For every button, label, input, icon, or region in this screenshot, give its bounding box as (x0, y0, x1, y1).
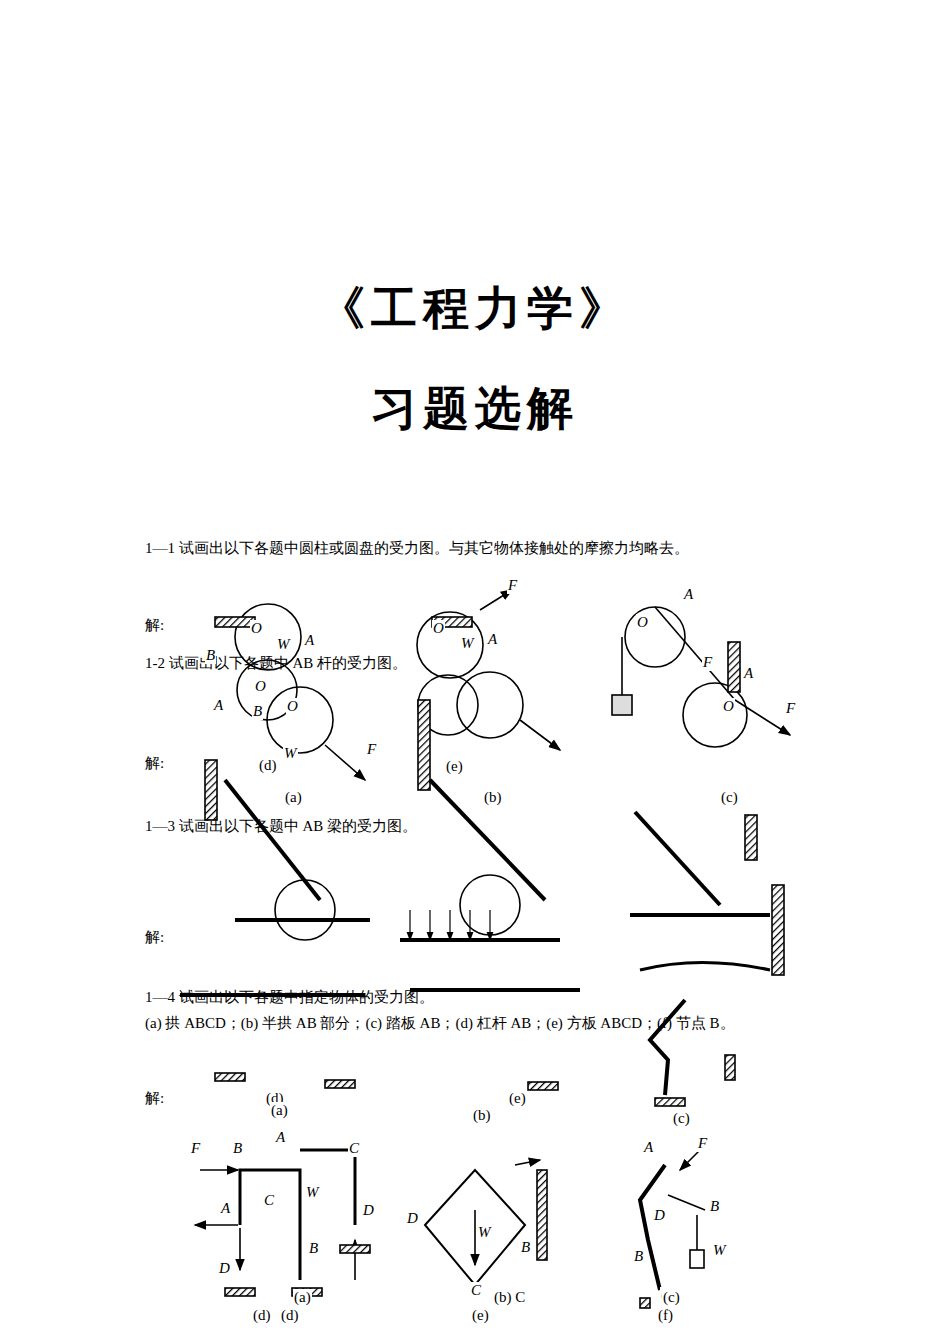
point-label: D (653, 1207, 666, 1224)
point-label: A (487, 631, 498, 648)
figure-caption: (b) (483, 789, 503, 806)
figure-caption: (d) (252, 1307, 272, 1324)
point-label: F (366, 741, 377, 758)
exercise-text: 解: (145, 617, 164, 634)
figure-caption: (c) (662, 1289, 681, 1306)
figure-caption: (b) C (493, 1289, 526, 1306)
point-label: F (785, 700, 796, 717)
point-label: O (722, 698, 735, 715)
exercise-text: 1—4 试画出以下各题中指定物体的受力图。 (145, 989, 434, 1006)
point-label: B (205, 647, 216, 664)
point-label: O (254, 678, 267, 695)
figure-caption: (c) (720, 789, 739, 806)
point-label: F (697, 1135, 708, 1152)
exercise-text: 1-2 试画出以下各题中 AB 杆的受力图。 (145, 655, 407, 672)
figure-caption: (d) (258, 757, 278, 774)
point-label: A (220, 1200, 231, 1217)
point-label: A (743, 665, 754, 682)
figure-caption: (b) (472, 1107, 492, 1124)
figure-caption: (c) (672, 1110, 691, 1127)
point-label: C (348, 1140, 360, 1157)
exercise-text: 解: (145, 755, 164, 772)
figure-caption: (e) (508, 1090, 527, 1107)
exercise-text: 解: (145, 929, 164, 946)
point-label: D (218, 1260, 231, 1277)
point-label: O (432, 620, 445, 637)
point-label: F (190, 1140, 201, 1157)
page-title: 《工程力学》 (319, 283, 631, 334)
point-label: B (633, 1248, 644, 1265)
exercise-text: 1—1 试画出以下各题中圆柱或圆盘的受力图。与其它物体接触处的摩擦力均略去。 (145, 540, 689, 557)
point-label: W (477, 1224, 492, 1241)
point-label: B (232, 1140, 243, 1157)
figure-caption: (e) (445, 758, 464, 775)
exercise-text: 解: (145, 1090, 164, 1107)
point-label: C (263, 1192, 275, 1209)
subtitle: 习题选解 (371, 383, 579, 434)
exercise-text: 1—3 试画出以下各题中 AB 梁的受力图。 (145, 818, 417, 835)
point-label: O (250, 620, 263, 637)
figure-caption: (a) (284, 789, 303, 806)
point-label: B (709, 1198, 720, 1215)
point-label: B (308, 1240, 319, 1257)
point-label: W (460, 635, 475, 652)
figure-caption: (a) (270, 1102, 289, 1119)
figure-caption: (d) (280, 1307, 300, 1324)
point-label: A (683, 586, 694, 603)
point-label: D (406, 1210, 419, 1227)
point-label: W (305, 1184, 320, 1201)
point-label: O (286, 698, 299, 715)
point-label: W (712, 1242, 727, 1259)
point-label: F (702, 654, 713, 671)
point-label: A (643, 1139, 654, 1156)
point-label: D (362, 1202, 375, 1219)
exercise-text: (a) 拱 ABCD；(b) 半拱 AB 部分；(c) 踏板 AB；(d) 杠杆… (145, 1015, 735, 1032)
figure-caption: (a) (293, 1289, 312, 1306)
point-label: A (275, 1129, 286, 1146)
figure-caption: (f) (657, 1307, 674, 1324)
point-label: A (304, 632, 315, 649)
point-label: O (636, 614, 649, 631)
point-label: B (520, 1239, 531, 1256)
point-label: C (470, 1282, 482, 1299)
point-label: W (283, 745, 298, 762)
point-label: A (213, 697, 224, 714)
point-label: F (507, 577, 518, 594)
point-label: B (252, 703, 263, 720)
point-label: W (276, 636, 291, 653)
figure-caption: (e) (471, 1307, 490, 1324)
